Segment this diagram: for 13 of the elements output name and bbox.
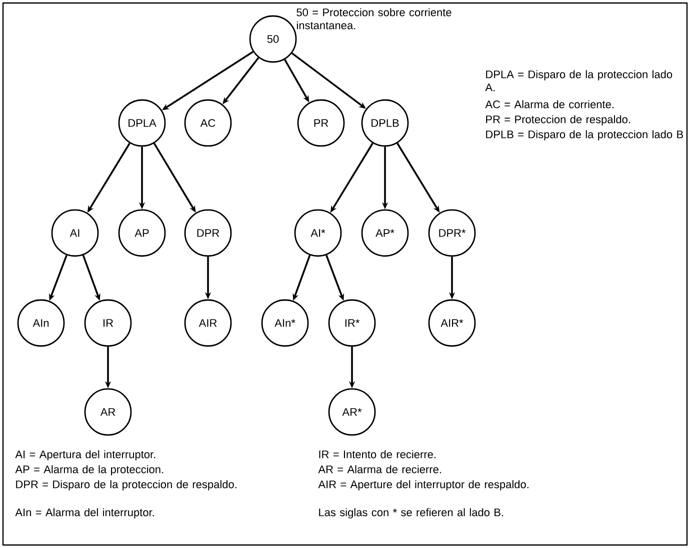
legend-text: AI = Apertura del interruptor. xyxy=(15,450,156,460)
legend-text: DPR = Disparo de la proteccion de respaldo. xyxy=(16,480,236,490)
legend-text: DPLB = Disparo de la proteccion lado B xyxy=(486,130,683,140)
legend-text: 50 = Proteccion sobre corriente instantanea. xyxy=(296,8,452,30)
legend-text: AP = Alarma de la proteccion. xyxy=(15,465,164,476)
legend-text: Las siglas con * se refieren al lado B. xyxy=(319,508,504,518)
legend-text: IR = Intento de recierre. xyxy=(319,450,436,458)
legend-text: AIn = Alarma del interruptor. xyxy=(15,508,154,518)
legend-text: AC = Alarma de corriente. xyxy=(485,100,614,108)
legend-text: DPLA = Disparo de la proteccion lado A. xyxy=(485,70,672,92)
legend-text: AR = Alarma de recierre. xyxy=(318,465,441,474)
legend-text: AIR = Aperture del interruptor de respaldo. xyxy=(318,480,528,490)
legend-text: PR = Proteccion de respaldo. xyxy=(486,115,630,126)
